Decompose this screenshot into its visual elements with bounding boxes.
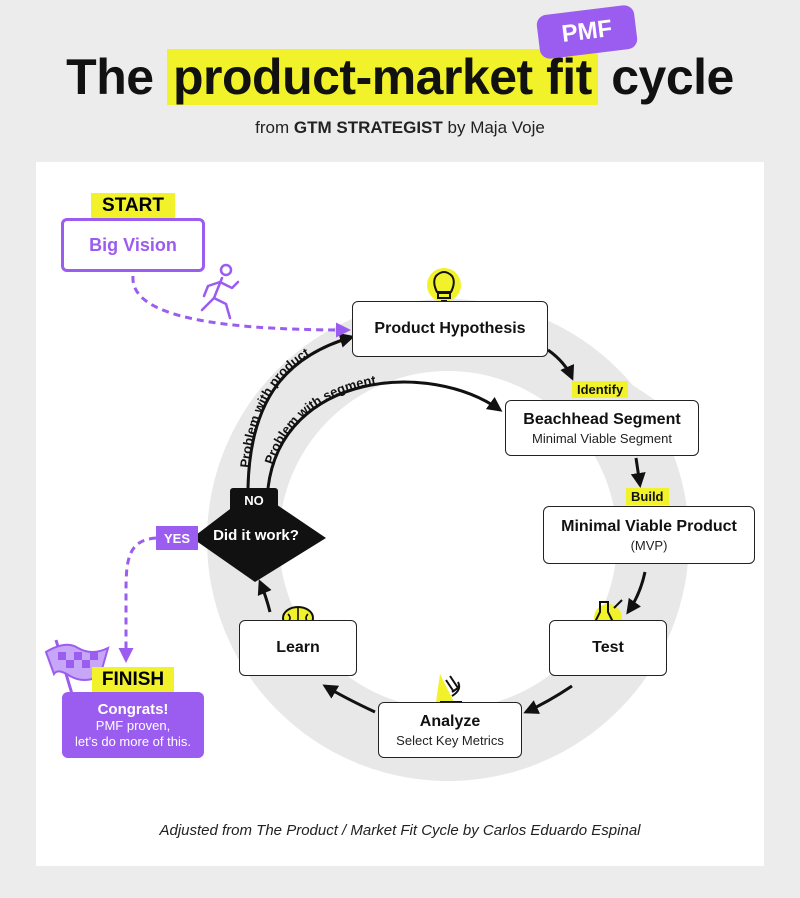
step-beachhead-segment: Beachhead Segment Minimal Viable Segment xyxy=(505,400,699,456)
dashed-vision-to-hypothesis xyxy=(131,275,351,338)
step-label: Analyze xyxy=(419,712,481,730)
finish-tag: FINISH xyxy=(92,667,174,693)
arrow-hypothesis-to-segment xyxy=(547,348,575,381)
step-sublabel: (MVP) xyxy=(630,537,668,553)
lightbulb-icon xyxy=(427,268,461,302)
subtitle-brand: GTM STRATEGIST xyxy=(293,118,443,137)
title-pre: The xyxy=(66,49,154,105)
arrow-segment-to-mvp xyxy=(630,457,646,488)
subtitle: from GTM STRATEGIST by Maja Voje xyxy=(0,118,800,138)
arrow-learn-to-decision xyxy=(257,579,272,613)
finish-title: Congrats! xyxy=(97,700,169,718)
step-label: Beachhead Segment xyxy=(523,410,681,428)
decision-label: Did it work? xyxy=(213,527,299,544)
step-learn: Learn xyxy=(239,620,357,676)
finish-line-1: PMF proven, xyxy=(95,717,171,733)
step-test: Test xyxy=(549,620,667,676)
title-highlight: product-market fit xyxy=(166,49,598,105)
page-title: The product-market fit cycle xyxy=(0,48,800,106)
finish-box: Congrats! PMF proven, let's do more of t… xyxy=(62,692,204,758)
finish-line-2: let's do more of this. xyxy=(75,733,191,749)
start-tag: START xyxy=(91,193,175,219)
subtitle-post: by Maja Voje xyxy=(447,118,545,137)
tag-identify: Identify xyxy=(572,381,629,398)
step-label: Minimal Viable Product xyxy=(561,517,737,535)
tag-build: Build xyxy=(626,488,669,505)
step-label: Product Hypothesis xyxy=(374,320,526,337)
step-analyze: Analyze Select Key Metrics xyxy=(378,702,522,758)
decision-diamond xyxy=(192,490,326,582)
step-label: Test xyxy=(592,639,624,656)
step-sublabel: Select Key Metrics xyxy=(396,732,504,748)
subtitle-pre: from xyxy=(255,118,290,137)
title-post: cycle xyxy=(611,49,734,105)
microscope-icon xyxy=(436,674,462,703)
attribution-footer: Adjusted from The Product / Market Fit C… xyxy=(159,822,641,839)
dashed-yes-to-finish xyxy=(118,536,157,663)
step-product-hypothesis: Product Hypothesis xyxy=(352,301,548,357)
runner-icon xyxy=(200,263,240,320)
loop-problem-with-segment xyxy=(266,380,503,489)
arrow-mvp-to-test xyxy=(626,571,647,615)
arrow-analyze-to-learn xyxy=(322,684,376,714)
step-label: Learn xyxy=(276,639,320,656)
decision-no-tag: NO xyxy=(230,488,278,512)
loop-problem-with-product xyxy=(246,333,355,489)
arrow-test-to-analyze xyxy=(523,684,573,714)
step-mvp: Minimal Viable Product (MVP) xyxy=(543,506,755,564)
step-sublabel: Minimal Viable Segment xyxy=(532,430,672,446)
decision-yes-tag: YES xyxy=(156,526,198,550)
big-vision-box: Big Vision xyxy=(61,218,205,272)
